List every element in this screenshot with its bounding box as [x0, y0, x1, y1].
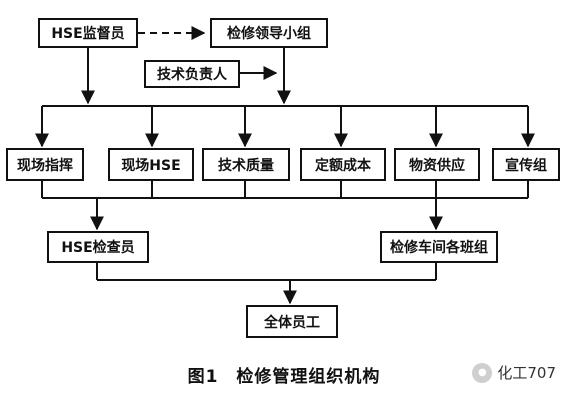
figure-number: 图1	[187, 367, 219, 387]
node-technical-head: 技术负责人	[144, 60, 240, 88]
node-tech-quality: 技术质量	[202, 148, 290, 181]
wechat-icon: ●	[472, 362, 493, 383]
node-all-staff: 全体员工	[246, 305, 338, 338]
node-quota-cost: 定额成本	[300, 148, 386, 181]
figure-title: 检修管理组织机构	[236, 367, 381, 387]
node-overhaul-leadership: 检修领导小组	[210, 18, 328, 48]
figure-caption: 图1 检修管理组织机构	[0, 362, 568, 387]
node-site-command: 现场指挥	[6, 148, 84, 181]
node-material-supply: 物资供应	[394, 148, 480, 181]
node-hse-supervisor: HSE监督员	[38, 18, 138, 48]
node-hse-inspector: HSE检查员	[47, 231, 149, 263]
node-publicity-group: 宣传组	[492, 148, 560, 181]
watermark-text: 化工707	[497, 364, 556, 382]
node-site-hse: 现场HSE	[108, 148, 194, 181]
node-workshop-teams: 检修车间各班组	[380, 231, 498, 263]
watermark: ● 化工707	[472, 362, 556, 383]
